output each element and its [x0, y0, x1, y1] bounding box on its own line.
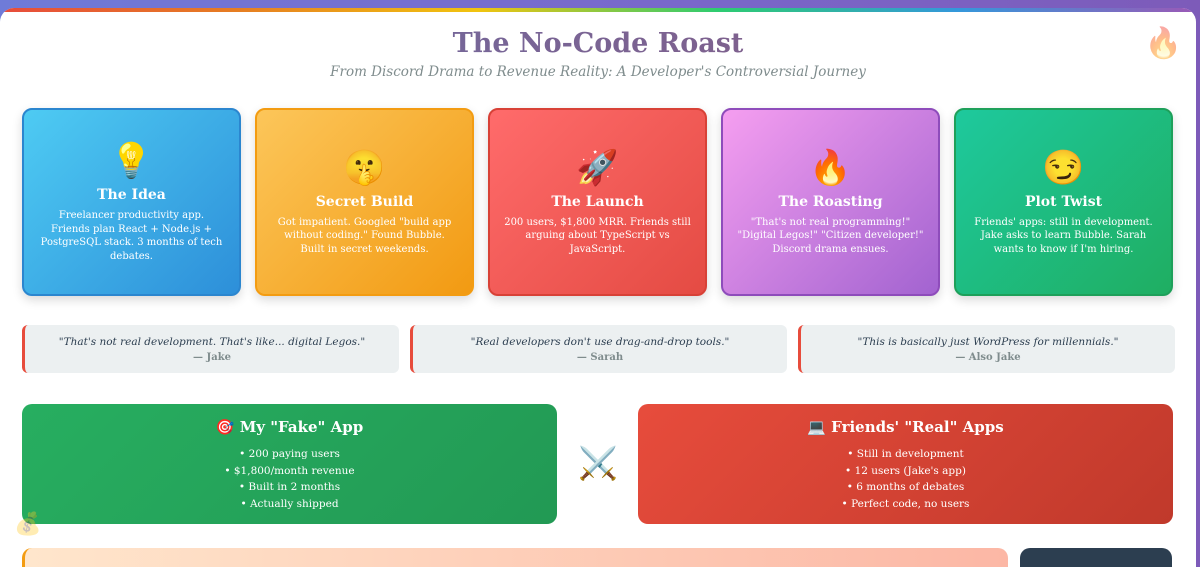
quote-card: "Real developers don't use drag-and-drop… [410, 325, 787, 373]
fire-icon: 🔥 [809, 147, 852, 188]
page-title: The No-Code Roast [0, 28, 1196, 59]
quote-text: "That's not real development. That's lik… [58, 335, 366, 348]
comparison-section: 🎯 My "Fake" App • 200 paying users • $1,… [22, 404, 1174, 524]
lightbulb-icon: 💡 [110, 141, 153, 181]
money-bag-icon: 💰 [14, 512, 42, 537]
quote-card: "This is basically just WordPress for mi… [798, 325, 1175, 373]
card-the-roasting[interactable]: 🔥 The Roasting "That's not real programm… [721, 108, 940, 296]
panel-item: • 12 users (Jake's app) [845, 464, 966, 477]
panel-item: • Perfect code, no users [841, 497, 970, 510]
rocket-icon: 🚀 [576, 147, 619, 188]
story-cards: 💡 The Idea Freelancer productivity app. … [22, 108, 1174, 296]
panel-item: • Still in development [847, 448, 964, 460]
card-description: Freelancer productivity app. Friends pla… [40, 210, 223, 262]
shushing-face-icon: 🤫 [343, 147, 386, 188]
card-title: The Roasting [778, 193, 883, 210]
card-title: Plot Twist [1024, 193, 1103, 210]
page-subtitle: From Discord Drama to Revenue Reality: A… [330, 64, 866, 80]
panel-title: 🎯 My "Fake" App [215, 418, 364, 436]
card-the-idea[interactable]: 💡 The Idea Freelancer productivity app. … [22, 108, 241, 296]
card-title: The Launch [551, 193, 644, 210]
card-title: The Idea [97, 187, 166, 203]
friends-apps-panel: 💻 Friends' "Real" Apps • Still in develo… [638, 404, 1173, 524]
quote-text: "Real developers don't use drag-and-drop… [470, 335, 730, 348]
bottom-dark-panel [1020, 548, 1172, 567]
quote-text: "This is basically just WordPress for mi… [857, 335, 1119, 348]
panel-item: • 6 months of debates [846, 481, 965, 493]
card-secret-build[interactable]: 🤫 Secret Build Got impatient. Googled "b… [255, 108, 474, 296]
crossed-swords-icon: ⚔️ [578, 444, 618, 482]
card-title: Secret Build [315, 193, 414, 210]
card-description: Got impatient. Googled "build app withou… [277, 216, 452, 255]
fire-icon: 🔥 [1144, 26, 1182, 61]
quote-card: "That's not real development. That's lik… [22, 325, 399, 373]
panel-title: 💻 Friends' "Real" Apps [807, 418, 1004, 436]
quote-author: — Jake [193, 351, 231, 363]
rainbow-top-border [0, 8, 1196, 12]
my-app-panel: 🎯 My "Fake" App • 200 paying users • $1,… [22, 404, 557, 524]
panel-item: • 200 paying users [239, 448, 340, 460]
card-description: 200 users, $1,800 MRR. Friends still arg… [504, 216, 691, 255]
quote-author: — Also Jake [955, 351, 1021, 363]
bottom-callout [22, 548, 1008, 567]
panel-item: • Actually shipped [240, 497, 339, 510]
card-description: Friends' apps: still in development. Jak… [974, 216, 1153, 255]
quotes-row: "That's not real development. That's lik… [22, 325, 1175, 373]
panel-item: • $1,800/month revenue [224, 464, 355, 477]
page-frame: The No-Code Roast From Discord Drama to … [0, 8, 1196, 567]
card-description: "That's not real programming!" "Digital … [737, 216, 924, 255]
smirk-icon: 😏 [1042, 147, 1085, 188]
quote-author: — Sarah [576, 351, 624, 363]
panel-item: • Built in 2 months [238, 481, 341, 493]
card-the-launch[interactable]: 🚀 The Launch 200 users, $1,800 MRR. Frie… [488, 108, 707, 296]
card-plot-twist[interactable]: 😏 Plot Twist Friends' apps: still in dev… [954, 108, 1173, 296]
